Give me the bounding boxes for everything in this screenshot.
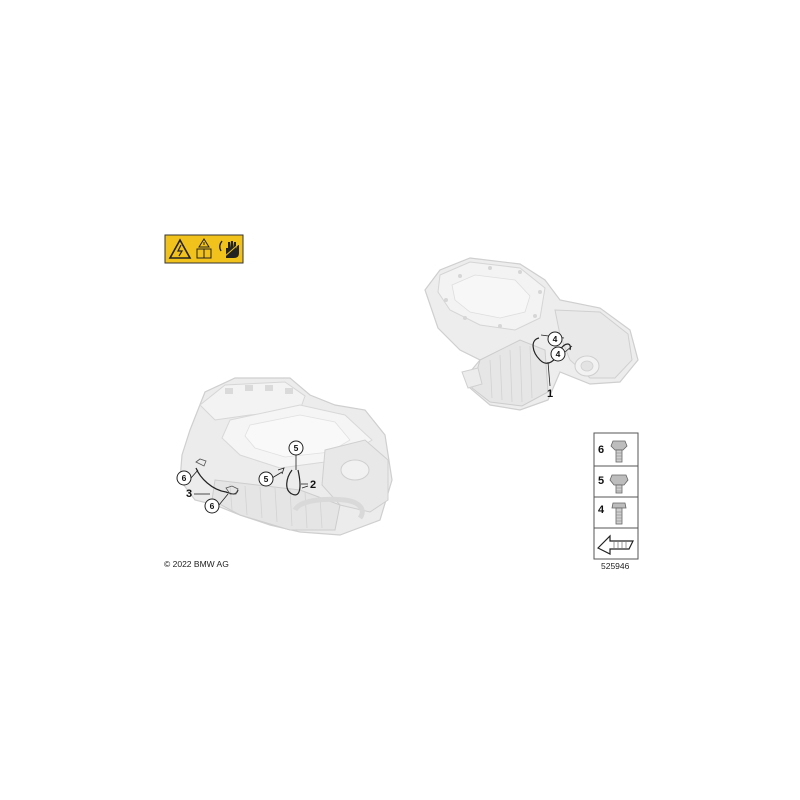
screw-icon [611,502,627,525]
high-voltage-warning-icon [168,238,192,259]
ground-cable-1 [532,337,571,364]
arrow-down-left-icon [596,534,634,555]
callout-5-side [258,471,274,487]
warning-label [164,234,244,264]
part-label-2: 2 [310,479,316,491]
copyright-text: © 2022 BMW AG [164,559,229,569]
legend-item-4-label: 4 [598,504,605,516]
callout-4-upper [547,331,563,347]
legend-item-6-label: 6 [598,444,604,456]
callout-4-lower [550,346,566,362]
fastener-legend: 6 5 4 [593,432,639,560]
callout-5-top [288,440,304,456]
callout-4-upper-text: 4 [553,334,558,344]
diagram-number: 525946 [601,561,630,571]
callout-6-lower [204,498,220,514]
part-label-3: 3 [186,488,192,500]
callout-6-upper [176,470,192,486]
nut-icon [609,474,629,494]
legend-item-5-label: 5 [598,475,604,487]
part-label-1: 1 [547,388,553,400]
right-assembly-illustration [424,257,639,411]
callouts: 4 4 1 5 5 2 6 3 6 [176,331,573,514]
no-touch-hand-icon [219,240,241,258]
ground-cable-2 [286,469,301,496]
callout-5-top-text: 5 [294,443,299,453]
read-manual-icon [196,238,212,259]
ground-cable-3 [195,467,239,495]
callout-5-side-text: 5 [264,474,269,484]
callout-4-lower-text: 4 [556,349,561,359]
left-assembly-illustration [179,377,393,536]
callout-6-upper-text: 6 [182,473,187,483]
bolt-icon [610,440,628,463]
callout-6-lower-text: 6 [210,501,215,511]
